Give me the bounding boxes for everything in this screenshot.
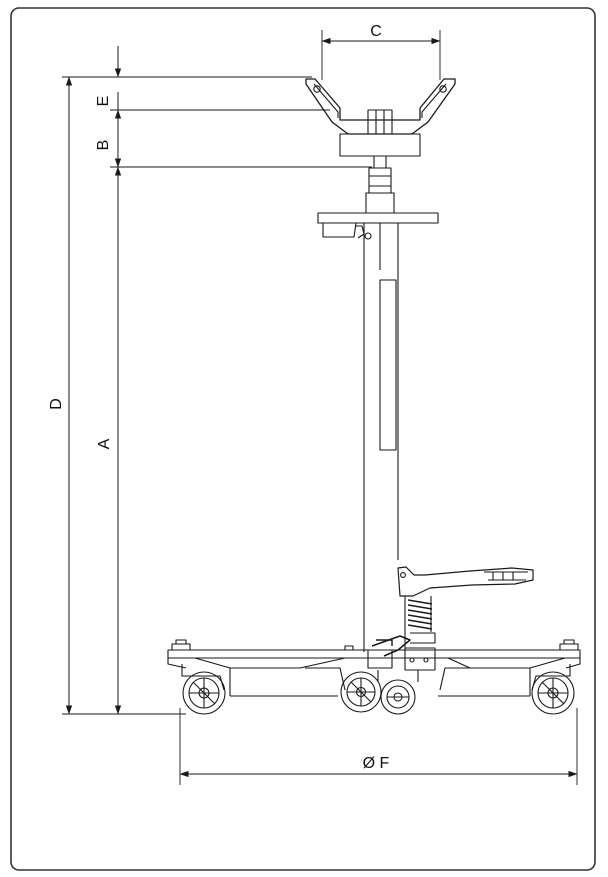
dimension-label-e: E bbox=[95, 96, 112, 107]
dimension-label-b: B bbox=[95, 140, 112, 151]
extension-lines bbox=[62, 30, 578, 785]
dimension-label-f: Ø F bbox=[363, 755, 390, 772]
drawing-frame bbox=[10, 7, 596, 871]
caster-left bbox=[171, 639, 226, 715]
caster-center-front bbox=[340, 671, 382, 713]
telescopic-column bbox=[317, 155, 439, 652]
foot-pedal-mechanism bbox=[367, 566, 534, 671]
dimension-lines bbox=[65, 37, 578, 778]
dimension-label-a: A bbox=[96, 438, 113, 449]
caster-center-rear bbox=[377, 670, 419, 715]
dimension-label-c: C bbox=[370, 23, 382, 40]
caster-right bbox=[531, 639, 579, 715]
dimension-label-d: D bbox=[48, 398, 65, 410]
saddle-head bbox=[305, 78, 456, 157]
